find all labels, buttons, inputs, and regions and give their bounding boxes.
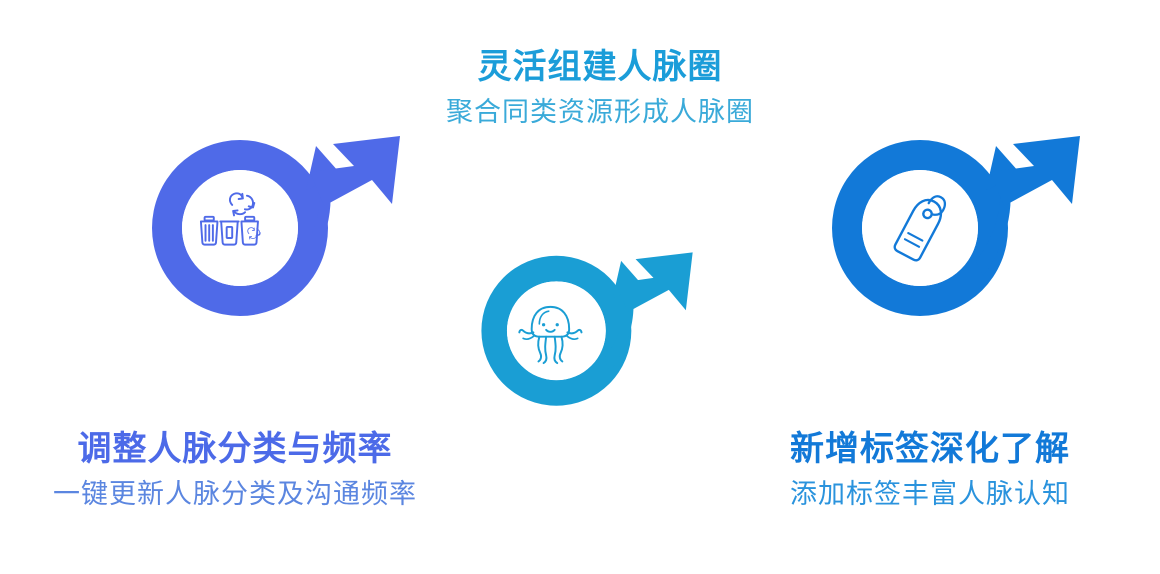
feature-subtitle-left: 一键更新人脉分类及沟通频率 (53, 479, 417, 510)
recycle-bins-icon (199, 192, 261, 246)
feature-text-right: 新增标签深化了解 添加标签丰富人脉认知 (700, 430, 1160, 512)
octopus-icon (518, 305, 583, 365)
ring-arrow-graphic-center (481, 252, 693, 406)
ring-arrow-graphic-right (832, 136, 1080, 316)
feature-graphic-left (148, 128, 418, 338)
feature-title-right: 新增标签深化了解 (790, 430, 1070, 468)
inner-disc-center (506, 281, 606, 381)
inner-disc-right (862, 170, 978, 286)
inner-disc-left (182, 170, 298, 286)
feature-graphic-center (478, 245, 708, 425)
feature-text-center: 灵活组建人脉圈 聚合同类资源形成人脉圈 (400, 48, 800, 130)
ring-arrow-shape (152, 136, 400, 316)
ring-arrow-graphic-left (152, 136, 400, 316)
feature-subtitle-center: 聚合同类资源形成人脉圈 (446, 97, 754, 128)
feature-text-left: 调整人脉分类与频率 一键更新人脉分类及沟通频率 (0, 430, 470, 512)
price-tag-icon (893, 195, 947, 262)
feature-graphic-right (828, 128, 1098, 338)
feature-title-left: 调整人脉分类与频率 (77, 430, 393, 468)
ring-arrow-shape (832, 136, 1080, 316)
feature-title-center: 灵活组建人脉圈 (477, 48, 723, 86)
feature-subtitle-right: 添加标签丰富人脉认知 (790, 479, 1070, 510)
ring-arrow-shape (481, 252, 693, 406)
